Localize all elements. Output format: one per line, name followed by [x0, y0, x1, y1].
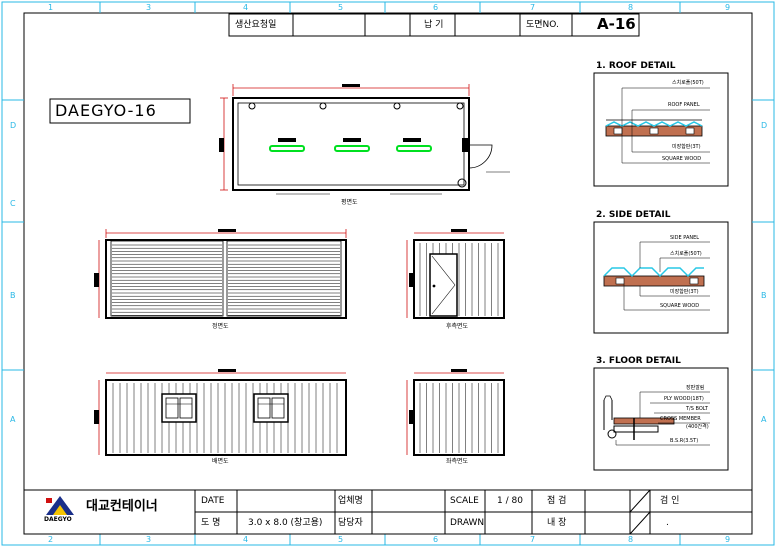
col-label-top-9: 9: [725, 3, 731, 12]
col-label-bottom-8: 8: [628, 535, 634, 544]
col-label-bottom-2: 2: [48, 535, 54, 544]
rear-side-view: [406, 229, 505, 319]
interior-label: 내 장: [547, 518, 567, 528]
row-label-left-a: A: [10, 415, 16, 424]
col-label-bottom-6: 6: [433, 535, 439, 544]
due-date-label: 납 기: [424, 20, 444, 30]
front-view-label: 정면도: [212, 323, 229, 330]
plan-view: [219, 84, 510, 195]
left-side-view-label: 좌측면도: [446, 458, 469, 465]
row-label-left-c: C: [10, 199, 16, 208]
model-name-box: [49, 98, 191, 124]
side-detail-drawing: [593, 221, 729, 334]
manager-label: 담당자: [338, 518, 363, 528]
date-label: DATE: [201, 496, 225, 506]
col-label-top-6: 6: [433, 3, 439, 12]
col-label-bottom-9: 9: [725, 535, 731, 544]
floor-detail-label-4: CROSS MEMBER: [660, 416, 701, 422]
col-label-top-4: 4: [243, 3, 249, 12]
side-detail-label-4: SQUARE WOOD: [660, 303, 700, 309]
roof-detail-label-1: 스치로폴(50T): [672, 80, 704, 86]
floor-detail-label-2: PLY WOOD(18T): [664, 396, 704, 402]
col-label-bottom-4: 4: [243, 535, 249, 544]
col-label-bottom-3: 3: [146, 535, 152, 544]
roof-detail-drawing: [593, 72, 729, 187]
back-view-label: 배면도: [212, 458, 229, 465]
side-detail-label-2: 스치로폴(50T): [670, 251, 702, 257]
row-label-right-b: B: [761, 291, 767, 300]
rear-side-view-label: 후측면도: [446, 323, 469, 330]
drawn-label: DRAWN: [450, 518, 485, 528]
company-logo-mark: [46, 496, 74, 515]
floor-detail-label-6: B.S.R(3.5T): [670, 438, 699, 444]
drawing-name-value: 3.0 x 8.0 (창고용): [248, 518, 323, 528]
side-detail-title: 2. SIDE DETAIL: [596, 210, 671, 220]
row-label-left-d: D: [10, 121, 17, 130]
company-name: 대교컨테이너: [86, 499, 158, 514]
floor-detail-label-3: T/S BOLT: [686, 406, 708, 412]
side-detail-label-1: SIDE PANEL: [670, 235, 700, 241]
roof-detail-label-2: ROOF PANEL: [668, 102, 700, 108]
floor-detail-label-5: (400간격): [686, 424, 709, 430]
plan-view-label: 평면도: [341, 199, 358, 206]
header-table: [228, 13, 640, 37]
col-label-top-5: 5: [338, 3, 344, 12]
floor-detail-drawing: [593, 367, 729, 471]
drawing-number: A-16: [597, 15, 636, 33]
col-label-top-1: 1: [48, 3, 54, 12]
floor-detail-title: 3. FLOOR DETAIL: [596, 356, 681, 366]
approval-mark: .: [666, 518, 669, 528]
col-label-top-2: 3: [146, 3, 152, 12]
company-logo-text: DAEGYO: [44, 516, 72, 523]
roof-detail-title: 1. ROOF DETAIL: [596, 61, 676, 71]
back-view: [94, 369, 347, 456]
roof-detail-label-4: SQUARE WOOD: [662, 156, 702, 162]
left-side-view: [406, 369, 505, 456]
client-company-label: 업체명: [338, 496, 363, 506]
col-label-top-7: 7: [530, 3, 536, 12]
row-label-left-b: B: [10, 291, 16, 300]
request-date-label: 생산요청일: [235, 20, 277, 30]
col-label-bottom-7: 7: [530, 535, 536, 544]
drawing-name-label: 도 명: [201, 518, 221, 528]
front-view: [94, 229, 347, 319]
row-label-right-d: D: [761, 121, 768, 130]
col-label-bottom-5: 5: [338, 535, 344, 544]
title-block-grid: [23, 489, 753, 535]
roof-detail-label-3: 미장합판(3T): [672, 144, 701, 150]
scale-value: 1 / 80: [497, 496, 523, 506]
col-label-top-8: 8: [628, 3, 634, 12]
approval-label: 검 인: [660, 496, 680, 506]
model-name: DAEGYO-16: [55, 101, 157, 120]
scale-label: SCALE: [450, 496, 479, 506]
check-label: 점 검: [547, 496, 567, 506]
side-detail-label-3: 미장합판(3T): [670, 289, 699, 295]
row-label-right-a: A: [761, 415, 767, 424]
drawing-number-label: 도면NO.: [526, 20, 559, 30]
floor-detail-label-1: 장판깔림: [686, 385, 705, 391]
